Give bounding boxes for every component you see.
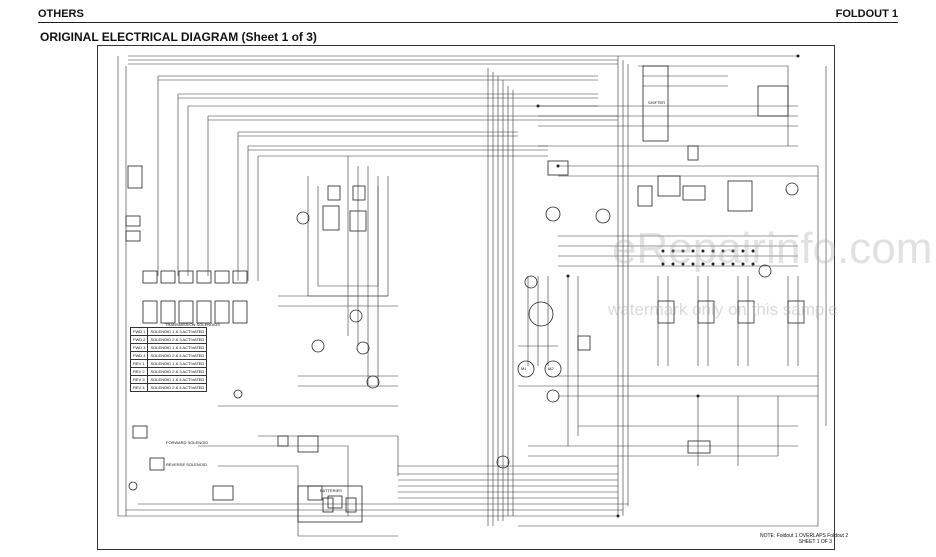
transmission-solenoids-label: TRANSMISSION SOLENOIDS xyxy=(165,322,220,327)
solenoid-cell: SOLENOID 2 & 4 ACTIVATED xyxy=(147,351,208,360)
diagram-frame xyxy=(97,45,835,550)
section-label: OTHERS xyxy=(38,8,84,20)
motor-m1-label: M1 xyxy=(521,366,527,371)
note-line-2: SHEET 1 OF 3 xyxy=(798,539,832,545)
solenoid-cell: SOLENOID 2 & 4 ACTIVATED xyxy=(147,383,208,392)
watermark-text: watermark only on this sample xyxy=(608,300,838,319)
gear-cell: FWD 1 xyxy=(129,327,149,336)
solenoid-cell: SOLENOID 1 & 3 ACTIVATED xyxy=(147,327,208,336)
batteries-label: BATTERIES xyxy=(320,488,342,493)
solenoid-cell: SOLENOID 1 & 4 ACTIVATED xyxy=(147,343,208,352)
page-header: OTHERS FOLDOUT 1 xyxy=(38,6,898,23)
solenoid-cell: SOLENOID 2 & 3 ACTIVATED xyxy=(147,335,208,344)
sheet-note: NOTE: Foldout 1 OVERLAPS Foldout 2 SHEET… xyxy=(760,533,849,545)
solenoid-cell: SOLENOID 1 & 4 ACTIVATED xyxy=(147,375,208,384)
gear-cell: REV 3 xyxy=(129,375,149,384)
gear-cell: FWD 3 xyxy=(129,343,149,352)
diagram-title: ORIGINAL ELECTRICAL DIAGRAM (Sheet 1 of … xyxy=(40,30,317,44)
watermark-site: eRepairinfo.com xyxy=(612,224,933,273)
solenoid-cell: SOLENOID 2 & 3 ACTIVATED xyxy=(147,367,208,376)
shifter-label: SHIFTER xyxy=(648,100,666,105)
gear-cell: REV 2 xyxy=(129,367,149,376)
note-line-1: NOTE: Foldout 1 OVERLAPS Foldout 2 xyxy=(760,533,849,539)
reverse-solenoid-label: REVERSE SOLENOID xyxy=(166,462,207,467)
gear-cell: FWD 2 xyxy=(129,335,149,344)
motor-m2-label: M2 xyxy=(548,366,554,371)
wiring-schematic xyxy=(117,54,827,537)
foldout-label: FOLDOUT 1 xyxy=(835,8,898,20)
gear-cell: REV 4 xyxy=(129,383,149,392)
solenoid-cell: SOLENOID 1 & 3 ACTIVATED xyxy=(147,359,208,368)
gear-cell: FWD 4 xyxy=(129,351,149,360)
gear-cell: REV 1 xyxy=(129,359,149,368)
forward-solenoid-label: FORWARD SOLENOID xyxy=(166,440,209,445)
